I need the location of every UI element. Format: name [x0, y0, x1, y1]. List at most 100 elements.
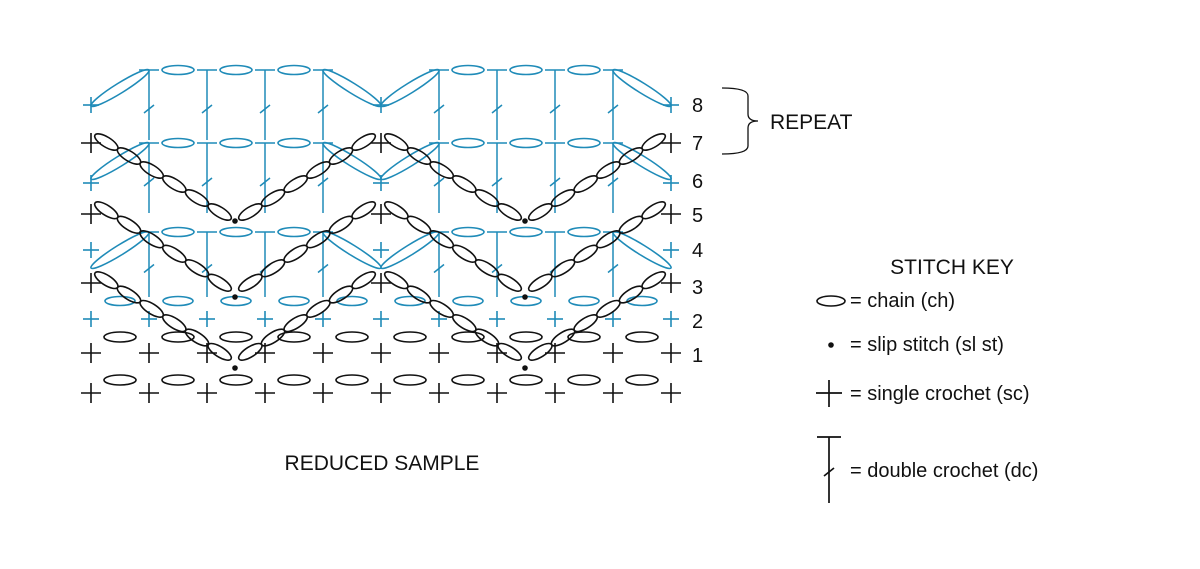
- chain-icon: [380, 68, 440, 108]
- double-crochet-icon: [487, 231, 507, 297]
- chain-icon: [161, 314, 187, 333]
- chain-icon: [305, 161, 331, 179]
- double-crochet-icon: [197, 231, 217, 297]
- chain-icon: [641, 133, 667, 151]
- chain-icon: [260, 328, 286, 347]
- chain-icon: [568, 295, 600, 307]
- chain-icon: [474, 328, 500, 347]
- single-crochet-icon: [255, 383, 275, 403]
- chain-icon: [816, 295, 846, 307]
- chain-icon: [573, 314, 599, 333]
- chain-icon: [237, 273, 263, 292]
- sample-label: REDUCED SAMPLE: [285, 452, 480, 475]
- slip-stitch-icon: [828, 342, 834, 348]
- chain-icon: [351, 201, 377, 220]
- chain-icon: [207, 342, 233, 361]
- chain-icon: [573, 244, 599, 263]
- chain-icon: [452, 295, 484, 307]
- row-number-7: 7: [692, 133, 703, 155]
- chain-icon: [161, 226, 195, 238]
- chain-icon: [383, 201, 409, 220]
- single-crochet-icon: [661, 133, 681, 153]
- chain-icon: [103, 331, 137, 343]
- single-crochet-icon: [371, 273, 391, 293]
- dc-slash: [143, 104, 155, 114]
- single-crochet-icon: [547, 311, 563, 327]
- single-crochet-icon: [603, 343, 623, 363]
- chain-icon: [393, 331, 427, 343]
- single-crochet-icon: [429, 343, 449, 363]
- double-crochet-key-label: = double crochet (dc): [850, 460, 1038, 482]
- chain-icon: [550, 189, 576, 207]
- chain-icon: [527, 203, 553, 221]
- single-crochet-icon: [313, 343, 333, 363]
- chain-icon: [383, 133, 409, 151]
- double-crochet-icon: [817, 436, 841, 503]
- chain-icon: [550, 259, 576, 278]
- single-crochet-icon: [661, 383, 681, 403]
- chain-icon: [497, 273, 523, 292]
- chain-icon: [509, 64, 543, 76]
- single-crochet-icon: [661, 343, 681, 363]
- chain-icon: [383, 271, 409, 290]
- chain-icon: [260, 189, 286, 207]
- chain-icon: [567, 64, 601, 76]
- chain-icon: [335, 331, 369, 343]
- dc-slash: [549, 104, 561, 114]
- chain-icon: [612, 141, 672, 181]
- chain-icon: [161, 244, 187, 263]
- single-crochet-icon: [371, 383, 391, 403]
- double-crochet-icon: [313, 69, 333, 140]
- chain-icon: [618, 215, 644, 234]
- single-crochet-icon: [313, 383, 333, 403]
- chain-icon: [161, 64, 195, 76]
- chain-icon: [283, 244, 309, 263]
- double-crochet-icon: [139, 69, 159, 140]
- chain-key-label: = chain (ch): [850, 290, 955, 312]
- double-crochet-icon: [197, 142, 217, 213]
- slip-stitch-icon: [232, 218, 238, 224]
- chain-icon: [277, 226, 311, 238]
- chain-icon: [451, 244, 477, 263]
- row-number-5: 5: [692, 205, 703, 227]
- chain-icon: [451, 331, 485, 343]
- single-crochet-icon: [663, 242, 679, 258]
- chain-icon: [618, 285, 644, 304]
- double-crochet-icon: [255, 231, 275, 297]
- single-crochet-icon: [373, 242, 389, 258]
- chain-icon: [567, 374, 601, 386]
- dc-slash: [433, 104, 445, 114]
- double-crochet-icon: [139, 231, 159, 297]
- dc-slash: [433, 177, 445, 187]
- single-crochet-icon: [199, 311, 215, 327]
- chain-icon: [380, 141, 440, 181]
- double-crochet-icon: [487, 69, 507, 140]
- single-crochet-icon: [371, 204, 391, 224]
- dc-slash: [491, 177, 503, 187]
- chain-icon: [335, 374, 369, 386]
- chain-icon: [429, 299, 455, 318]
- stitch-key-title: STITCH KEY: [890, 256, 1014, 279]
- dc-slash: [317, 104, 329, 114]
- dc-slash: [201, 263, 213, 274]
- chain-icon: [93, 133, 119, 151]
- single-crochet-key-label: = single crochet (sc): [850, 383, 1030, 405]
- row-number-2: 2: [692, 311, 703, 333]
- dc-slash: [201, 177, 213, 187]
- chain-icon: [219, 374, 253, 386]
- chain-icon: [161, 137, 195, 149]
- stitch-key: STITCH KEY = chain (ch) = slip stitch (s…: [816, 256, 1038, 503]
- chain-icon: [283, 175, 309, 193]
- chain-icon: [162, 295, 194, 307]
- dc-slash: [259, 104, 271, 114]
- dc-slash: [143, 263, 155, 274]
- single-crochet-icon: [81, 133, 101, 153]
- chain-icon: [161, 374, 195, 386]
- single-crochet-icon: [257, 311, 273, 327]
- chain-icon: [277, 137, 311, 149]
- chain-icon: [219, 137, 253, 149]
- chain-icon: [451, 137, 485, 149]
- slip-stitch-key-label: = slip stitch (sl st): [850, 334, 1004, 356]
- double-crochet-icon: [429, 69, 449, 140]
- dc-slash: [317, 177, 329, 187]
